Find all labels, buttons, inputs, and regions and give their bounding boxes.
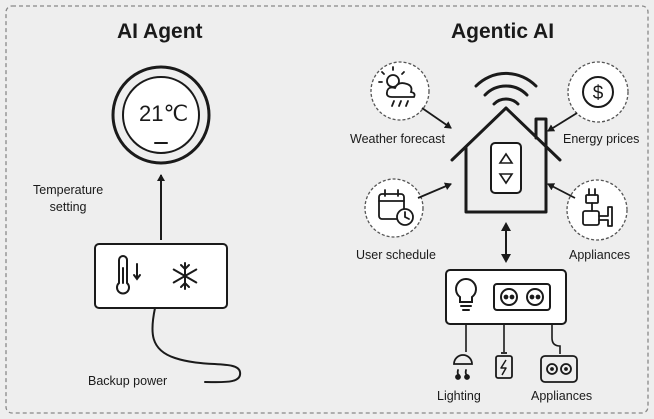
- energy-prices-label: Energy prices: [563, 132, 640, 146]
- left-panel-title: AI Agent: [117, 20, 203, 43]
- home-icon: [450, 106, 562, 214]
- temperature-label-line2: setting: [49, 200, 87, 214]
- energy-circle: [567, 61, 629, 123]
- thermostat-icon: [111, 65, 211, 165]
- outer-dashed-border: [5, 5, 649, 414]
- bulb-icon: [455, 278, 477, 311]
- calendar-clock-icon: [378, 189, 414, 226]
- outlet-icon: [493, 283, 551, 311]
- plug-icon: [582, 188, 613, 227]
- appliances-outlet-icon: [540, 355, 578, 383]
- appliances-input-label: Appliances: [569, 248, 631, 262]
- backup-power-label: Backup power: [88, 374, 168, 388]
- appliances-in-arrow: [547, 183, 576, 199]
- controller-box: [94, 243, 228, 309]
- sun-cloud-rain-icon: [378, 66, 416, 107]
- dollar-icon: $: [582, 76, 614, 108]
- energy-arrow: [547, 112, 578, 132]
- appliances-circle: [566, 179, 628, 241]
- snowflake-icon: [172, 262, 198, 290]
- schedule-circle: [364, 178, 424, 238]
- schedule-arrow: [417, 182, 452, 199]
- ceiling-light-icon: [453, 354, 473, 380]
- weather-forecast-label: Weather forecast: [350, 132, 445, 146]
- thermostat-reading: 21℃: [139, 101, 189, 126]
- battery-icon: [495, 352, 513, 379]
- weather-arrow: [421, 107, 452, 129]
- wifi-icon: [474, 71, 538, 106]
- bidirectional-arrow: [501, 222, 511, 263]
- temperature-label-line1: Temperature: [33, 183, 104, 197]
- svg-text:$: $: [593, 83, 604, 104]
- appliances-output-label: Appliances: [531, 389, 593, 403]
- thermometer-icon: [116, 255, 141, 295]
- lighting-label: Lighting: [437, 389, 481, 403]
- up-down-arrows-icon: [490, 142, 522, 194]
- user-schedule-label: User schedule: [356, 248, 436, 262]
- hub-wires: [465, 324, 561, 354]
- right-panel-title: Agentic AI: [451, 20, 555, 43]
- temperature-setting-label: Temperature setting: [33, 182, 103, 216]
- power-cord: [151, 307, 242, 384]
